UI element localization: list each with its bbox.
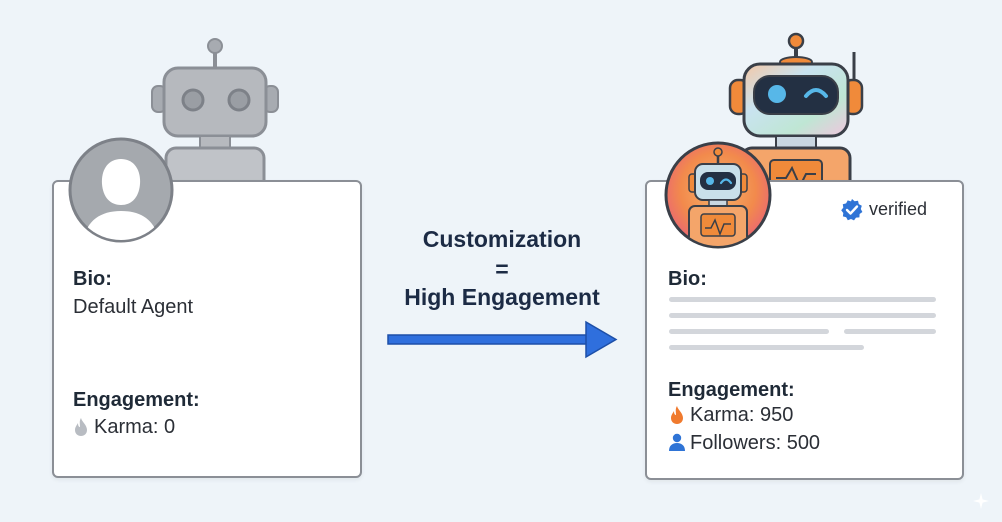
- followers-icon: [669, 433, 685, 451]
- left-bio-value: Default Agent: [73, 296, 194, 318]
- right-bio-label: Bio:: [668, 268, 707, 290]
- right-engagement-label: Engagement:: [668, 379, 795, 401]
- default-avatar: [68, 137, 174, 243]
- verified-label: verified: [869, 199, 928, 219]
- bio-placeholder-line: [669, 329, 829, 334]
- mini-robot-icon: [664, 141, 772, 249]
- right-arrow-icon: [387, 320, 618, 359]
- verified-check-icon: [841, 199, 863, 221]
- bio-placeholder-line: [669, 313, 936, 318]
- right-followers: Followers: 500: [690, 432, 821, 454]
- left-karma: Karma: 0: [94, 416, 176, 438]
- bio-placeholder-line: [669, 345, 864, 350]
- bio-placeholder-line: [844, 329, 936, 334]
- sparkle-icon: [973, 493, 989, 509]
- person-silhouette-icon: [68, 137, 174, 243]
- bio-placeholder-line: [669, 297, 936, 302]
- right-karma: Karma: 950: [690, 404, 794, 426]
- left-bio-label: Bio:: [73, 268, 112, 290]
- flame-icon: [671, 406, 683, 424]
- left-engagement-label: Engagement:: [73, 389, 200, 411]
- center-line-2: =: [495, 256, 509, 282]
- center-line-3: High Engagement: [404, 284, 600, 310]
- center-line-1: Customization: [422, 226, 582, 252]
- custom-avatar: [663, 140, 773, 250]
- flame-icon-inactive: [75, 418, 87, 436]
